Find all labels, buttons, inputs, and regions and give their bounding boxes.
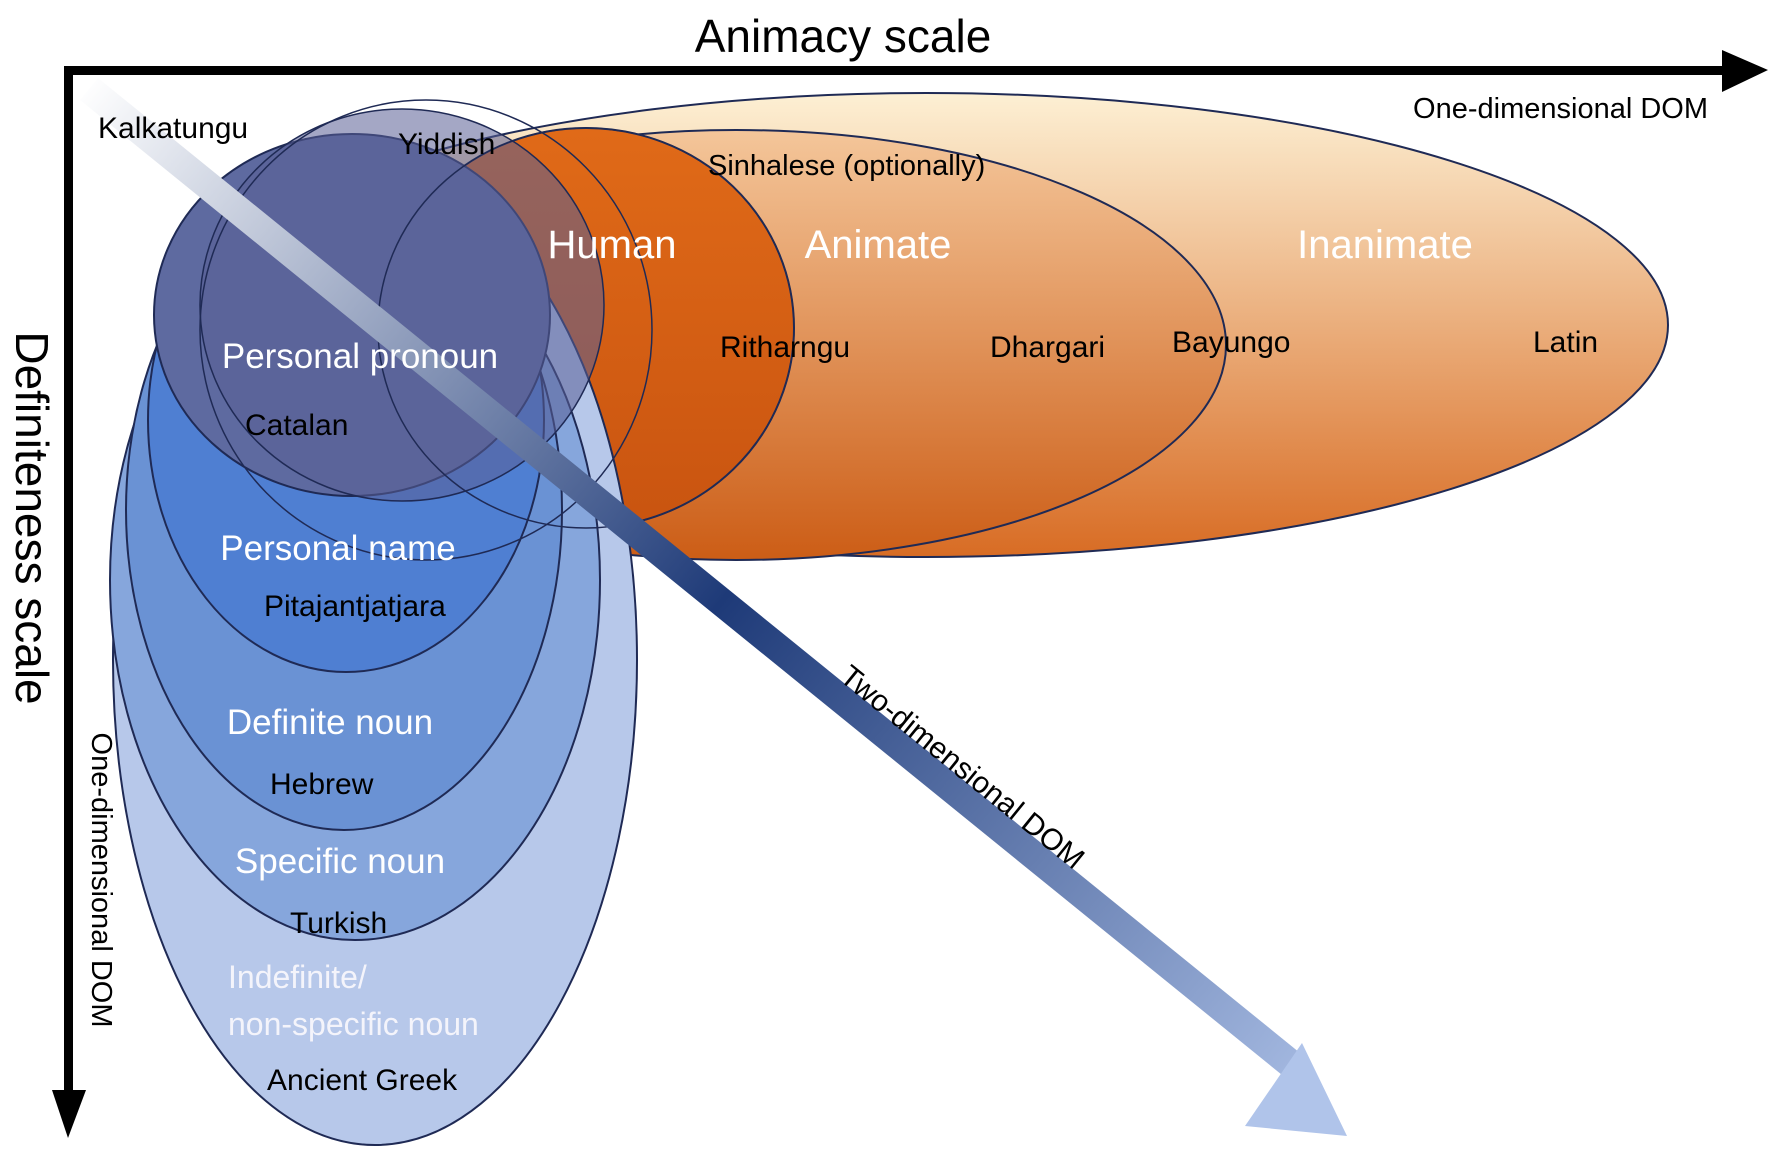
- definiteness-scale-title: Definiteness scale: [6, 331, 58, 704]
- definite-noun-label: Definite noun: [227, 703, 433, 742]
- human-label: Human: [548, 223, 677, 267]
- diagonal-arrow-shaft: [80, 78, 1305, 1079]
- indefinite-label-line2: non-specific noun: [228, 1006, 479, 1042]
- catalan-label: Catalan: [245, 409, 348, 442]
- indefinite-label-line1: Indefinite/: [228, 959, 367, 995]
- animacy-axis-line: [64, 66, 1726, 75]
- specific-noun-label: Specific noun: [235, 842, 445, 881]
- diagonal-arrow-head: [1245, 1043, 1347, 1136]
- ritharngu-label: Ritharngu: [720, 331, 850, 364]
- hebrew-label: Hebrew: [270, 768, 374, 801]
- pitajantjatjara-label: Pitajantjatjara: [264, 590, 446, 623]
- diagonal-dom-label: Two-dimensional DOM: [834, 659, 1091, 876]
- definiteness-axis-arrowhead: [52, 1090, 86, 1138]
- animacy-axis-arrowhead: [1722, 50, 1768, 92]
- definiteness-axis-line: [64, 66, 73, 1101]
- vertical-dom-label: One-dimensional DOM: [85, 733, 117, 1028]
- kalkatungu-label: Kalkatungu: [98, 112, 248, 145]
- personal-name-label: Personal name: [220, 529, 455, 568]
- horizontal-dom-label: One-dimensional DOM: [1413, 93, 1708, 125]
- personal-pronoun-label: Personal pronoun: [222, 337, 498, 376]
- bayungo-label: Bayungo: [1172, 326, 1290, 359]
- dhargari-label: Dhargari: [990, 331, 1105, 364]
- catalan-ellipse: [199, 99, 653, 561]
- personal-pronoun-overlap: [199, 108, 605, 502]
- turkish-label: Turkish: [290, 907, 387, 940]
- animacy-scale-title: Animacy scale: [695, 10, 992, 62]
- yiddish-label: Yiddish: [398, 128, 495, 161]
- ancient-greek-label: Ancient Greek: [267, 1064, 458, 1097]
- sinhalese-label: Sinhalese (optionally): [708, 150, 985, 182]
- animate-label: Animate: [805, 223, 952, 267]
- latin-label: Latin: [1533, 326, 1598, 359]
- inanimate-label: Inanimate: [1297, 223, 1473, 267]
